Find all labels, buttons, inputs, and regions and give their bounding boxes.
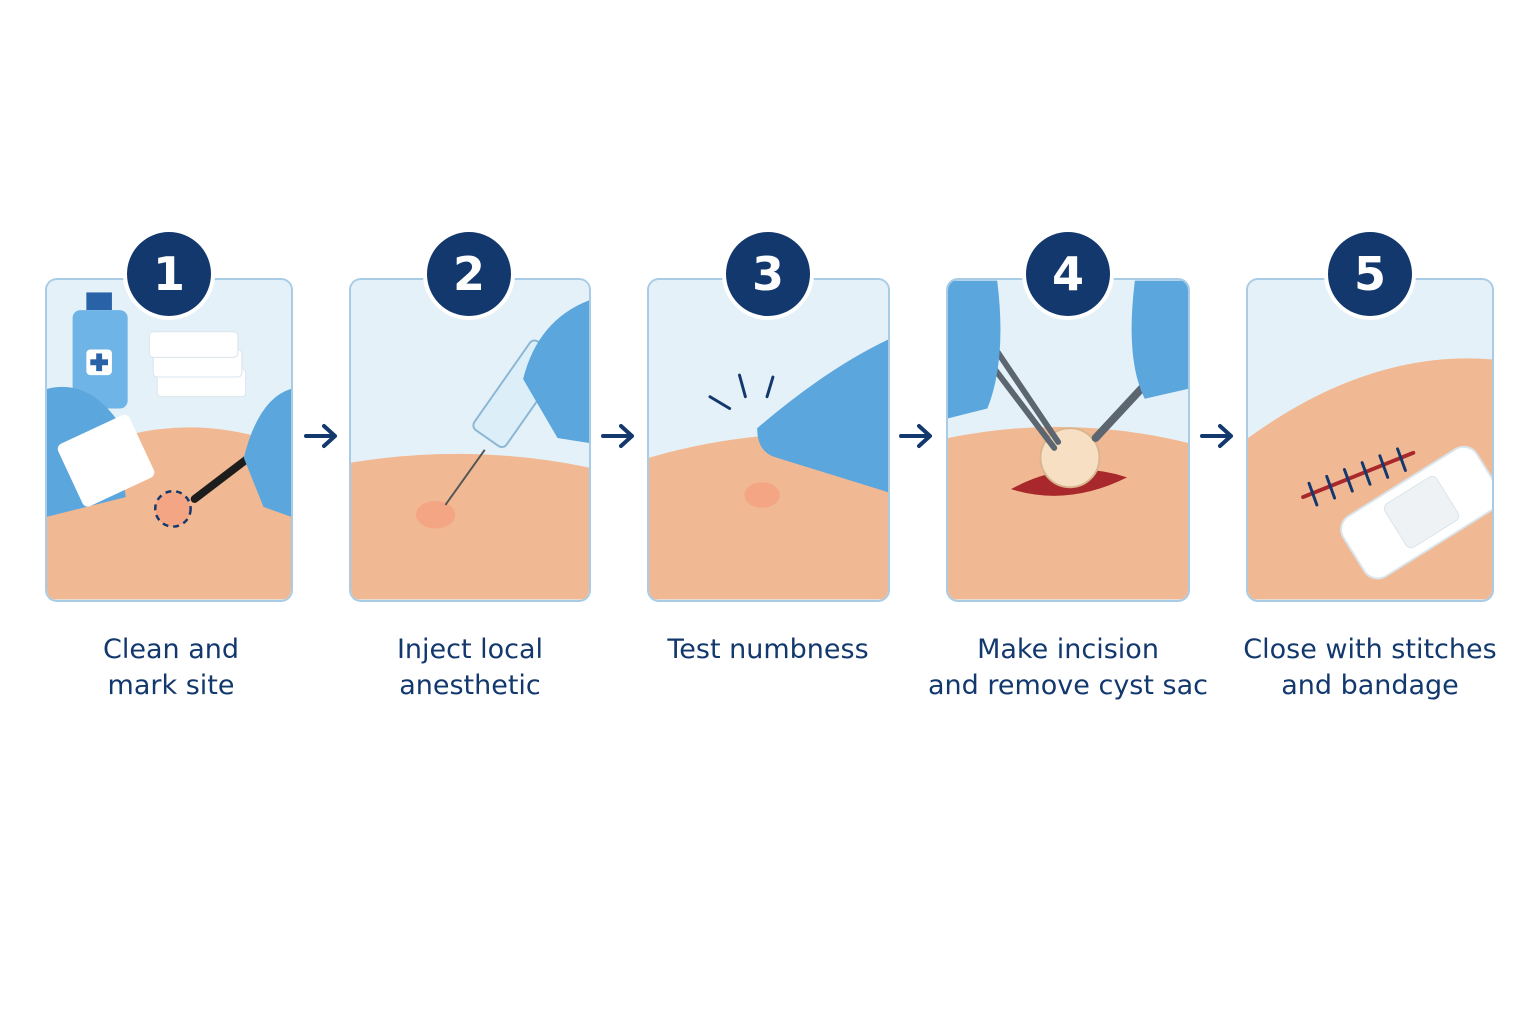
step-2: 2 Inject local anesthetic: [349, 0, 649, 1024]
step-1-number-badge: 1: [123, 228, 215, 320]
step-2-label: Inject local anesthetic: [396, 634, 544, 701]
step-1: 1 Clean and mark site: [45, 0, 345, 1024]
step-3-label: Test numbness: [667, 634, 869, 665]
incision-illustration: [948, 280, 1188, 600]
step-1-label: Clean and mark site: [102, 634, 239, 701]
step-4-label: Make incision and remove cyst sac: [927, 634, 1208, 701]
step-3-number-badge: 3: [722, 228, 814, 320]
step-2-illustration: [349, 278, 591, 602]
gauze-pads-icon: [148, 331, 247, 398]
bandage-icon: [1340, 445, 1492, 580]
step-1-illustration: [45, 278, 293, 602]
step-5-illustration: [1246, 278, 1494, 602]
arrow-right-icon: [302, 420, 342, 452]
step-4-illustration: [946, 278, 1190, 602]
step-3: 3 Test numbness: [647, 0, 947, 1024]
clean-and-mark-illustration: [47, 280, 291, 600]
stitches-and-bandage-illustration: [1248, 280, 1492, 600]
step-4-number-badge: 4: [1022, 228, 1114, 320]
step-2-number-badge: 2: [423, 228, 515, 320]
step-3-illustration: [647, 278, 890, 602]
antiseptic-bottle-icon: [72, 292, 128, 409]
step-5-label: Close with stitches and bandage: [1243, 634, 1497, 701]
arrow-right-icon: [1198, 420, 1238, 452]
test-numbness-illustration: [649, 280, 888, 600]
arrow-right-icon: [897, 420, 937, 452]
step-5-number-badge: 5: [1324, 228, 1416, 320]
step-5: 5 Close with stitches and bandage: [1243, 0, 1536, 1024]
step-4: 4 Make incision and remove cyst sac: [928, 0, 1246, 1024]
forceps-icon: [984, 348, 1062, 451]
inject-anesthetic-illustration: [351, 280, 589, 600]
arrow-right-icon: [599, 420, 639, 452]
